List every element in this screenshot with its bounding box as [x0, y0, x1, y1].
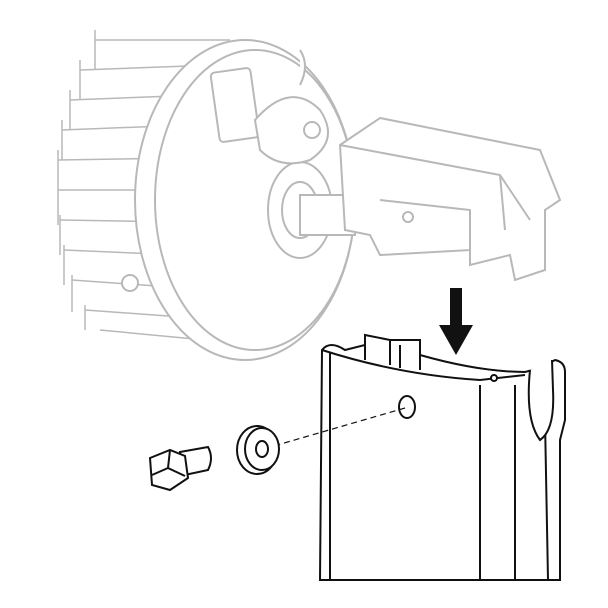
washer	[236, 425, 280, 475]
alignment-line	[259, 407, 406, 451]
rail-profile	[318, 333, 566, 581]
mounting-bracket	[299, 116, 562, 282]
direction-arrow	[439, 288, 473, 355]
bolt	[148, 445, 212, 492]
